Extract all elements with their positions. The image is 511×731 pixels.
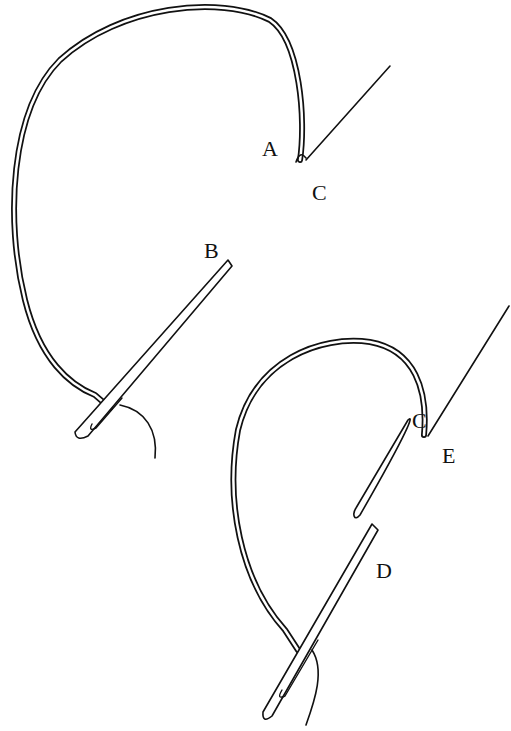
point-letter: C (412, 410, 427, 432)
needle-eye (91, 398, 122, 429)
thread-tail (306, 650, 318, 725)
point-letter: E (442, 445, 455, 467)
point-letter: D (376, 560, 392, 582)
needle (263, 524, 378, 719)
point-letter: A (262, 138, 278, 160)
fabric-line (306, 66, 390, 160)
point-letter: B (204, 240, 219, 262)
needle (75, 260, 232, 438)
thread-tail (120, 405, 155, 458)
fabric-line (428, 306, 509, 436)
slit (354, 419, 410, 518)
needle-eye (280, 640, 318, 697)
point-letter: C (312, 182, 327, 204)
stitch-point (296, 155, 306, 162)
